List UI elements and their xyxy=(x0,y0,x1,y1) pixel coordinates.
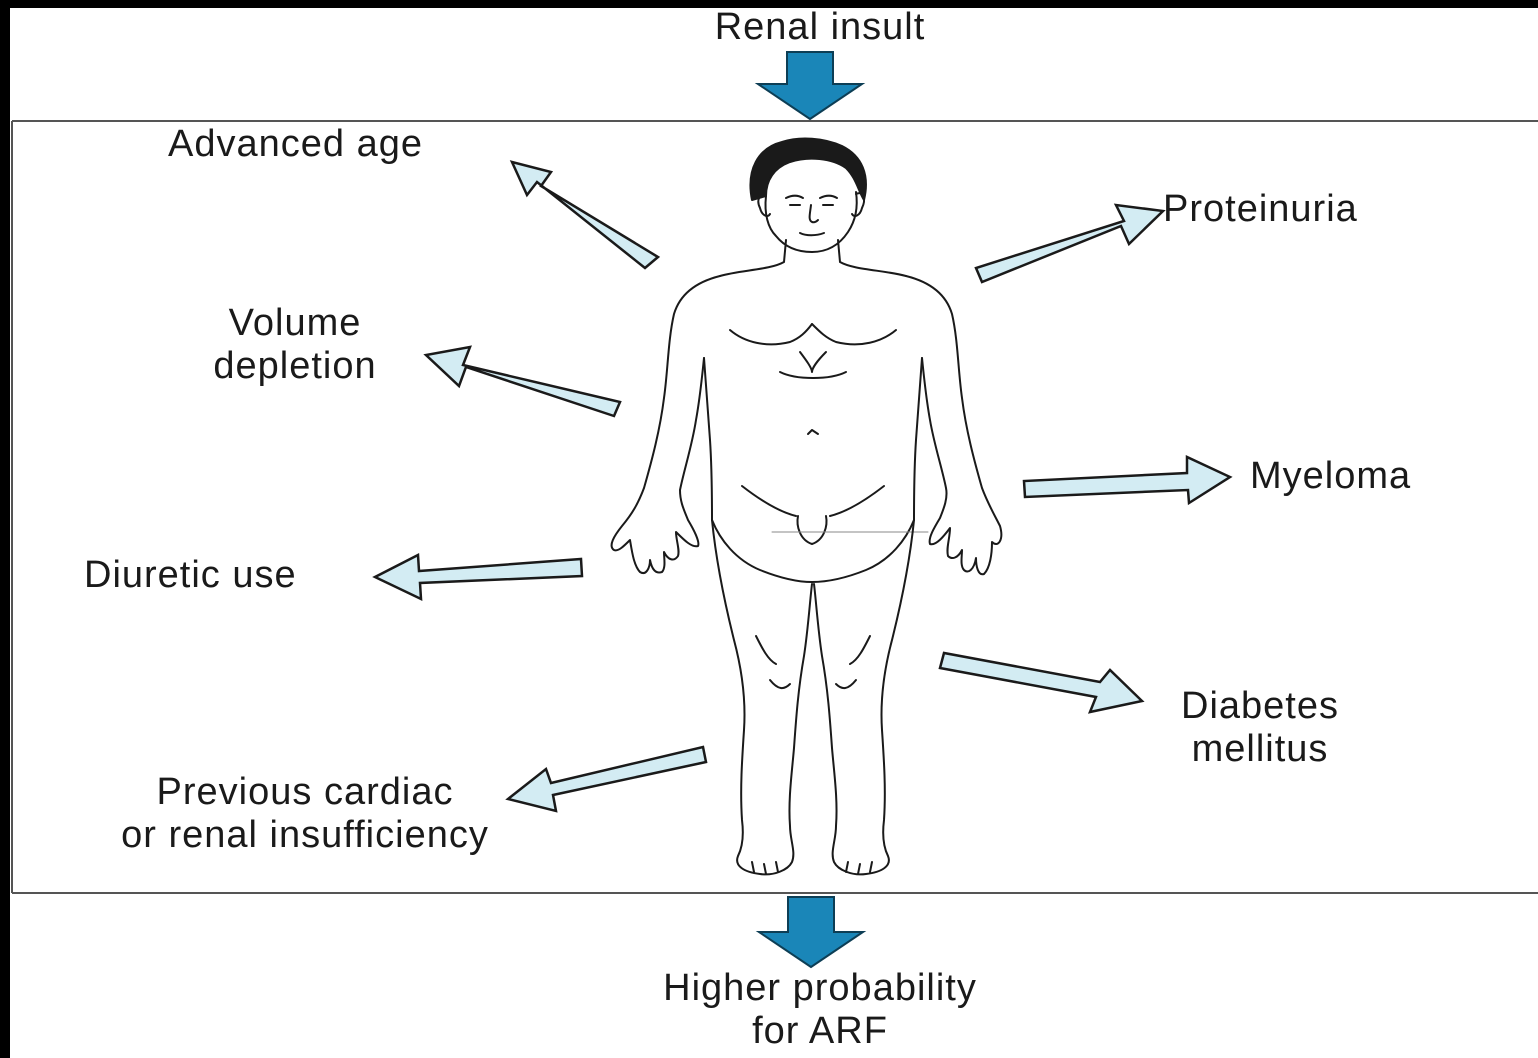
top-label: Renal insult xyxy=(640,6,1000,49)
factor-label-advanced-age: Advanced age xyxy=(168,123,423,166)
factor-label-previous-cardiac-line2: or renal insufficiency xyxy=(60,814,550,857)
bottom-label-line1: Higher probability xyxy=(560,967,1080,1010)
bottom-label-line2: for ARF xyxy=(560,1010,1080,1053)
factor-label-volume-depletion-line2: depletion xyxy=(150,345,440,388)
factor-label-volume-depletion-line1: Volume xyxy=(150,302,440,345)
factor-label-diabetes-line1: Diabetes xyxy=(1130,685,1390,728)
factor-label-diabetes-line2: mellitus xyxy=(1130,728,1390,771)
factor-label-previous-cardiac-line1: Previous cardiac xyxy=(60,771,550,814)
factor-label-diuretic-use: Diuretic use xyxy=(84,554,297,597)
factor-label-myeloma: Myeloma xyxy=(1250,455,1411,498)
factor-label-proteinuria: Proteinuria xyxy=(1163,188,1358,231)
